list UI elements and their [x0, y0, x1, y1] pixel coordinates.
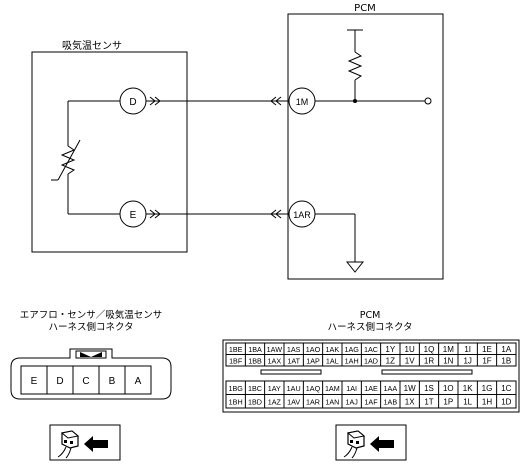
svg-text:1M: 1M — [296, 97, 309, 107]
pcm-pin-label: 1AW — [267, 345, 283, 354]
left-connector-caption-2: ハーネス側コネクタ — [48, 321, 133, 333]
pcm-pin-label: 1Q — [424, 345, 435, 354]
thermistor-symbol — [51, 100, 120, 215]
pcm-pin-label: 1AI — [346, 384, 357, 393]
pcm-pin-label: 1AS — [287, 345, 301, 354]
pcm-pin-cell — [496, 354, 517, 367]
pcm-pin-label: 1BE — [229, 345, 243, 354]
pcm-pin-cell — [496, 394, 517, 409]
pcm-title: PCM — [354, 3, 376, 14]
terminal-1ar: 1AR — [288, 200, 316, 228]
svg-text:E: E — [130, 210, 137, 221]
pcm-pin-label: 1AE — [364, 384, 378, 393]
pcm-pin-label: 1J — [463, 356, 471, 365]
pcm-connector-caption-2: ハーネス側コネクタ — [327, 321, 412, 333]
pcm-pin-label: 1K — [463, 384, 473, 393]
wire-1m-internal — [315, 97, 432, 105]
terminal-e: E — [119, 200, 147, 228]
pcm-pin-label: 1D — [501, 397, 511, 406]
pcm-pin-label: 1O — [443, 384, 454, 393]
pcm-pin-label: 1AY — [268, 384, 281, 393]
pcm-pin-label: 1X — [405, 397, 415, 406]
pcm-box — [287, 13, 444, 280]
wire-d-1m — [146, 96, 289, 106]
ground-symbol — [315, 213, 365, 273]
sensor-title: 吸気温センサ — [62, 39, 122, 52]
pcm-pin-label: 1BD — [248, 397, 262, 406]
pcm-pin-label: 1V — [405, 356, 415, 365]
pcm-pin-label: 1B — [501, 356, 511, 365]
pcm-pin-label: 1AZ — [268, 397, 282, 406]
pcm-pin-label: 1BG — [228, 384, 243, 393]
pcm-pin-label: 1I — [464, 345, 471, 354]
pcm-pin-label: 1BA — [248, 345, 262, 354]
pcm-pin-label: 1AJ — [345, 397, 358, 406]
pcm-pin-label: 1AU — [287, 384, 301, 393]
pcm-pin-label: 1G — [482, 384, 493, 393]
pcm-pin-label: 1AT — [287, 356, 300, 365]
left-pin: E — [31, 376, 38, 387]
left-connector-caption-1: エアフロ・センサ／吸気温センサ — [20, 309, 163, 321]
pcm-pin-label: 1Z — [386, 356, 395, 365]
connector-view-icon — [49, 424, 121, 461]
pcm-pin-label: 1AK — [326, 345, 340, 354]
pcm-pin-label: 1T — [424, 397, 433, 406]
pcm-pin-label: 1AL — [326, 356, 339, 365]
pcm-pin-label: 1AX — [268, 356, 282, 365]
left-pin: C — [82, 376, 89, 387]
pcm-connector-caption-1: PCM — [360, 310, 381, 321]
open-terminal — [424, 97, 432, 105]
pcm-pin-label: 1AR — [306, 397, 320, 406]
pcm-pin-label: 1Y — [385, 345, 395, 354]
pcm-pin-label: 1AD — [364, 356, 378, 365]
pcm-pullup-resistor — [347, 29, 363, 103]
pcm-pin-label: 1AM — [325, 384, 340, 393]
pcm-pin-label: 1AO — [306, 345, 321, 354]
terminal-d: D — [119, 87, 147, 115]
pcm-pin-label: 1AH — [345, 356, 359, 365]
pcm-pin-label: 1R — [424, 356, 434, 365]
pcm-pin-label: 1AN — [325, 397, 339, 406]
left-connector: E D C B A — [10, 348, 172, 400]
connector-view-icon — [335, 424, 407, 461]
pcm-pin-label: 1C — [501, 384, 511, 393]
pcm-pin-label: 1N — [443, 356, 453, 365]
pcm-pin-label: 1M — [443, 345, 454, 354]
pcm-pin-label: 1P — [443, 397, 453, 406]
svg-text:D: D — [129, 97, 136, 108]
pcm-pin-label: 1A — [501, 345, 511, 354]
pcm-pin-label: 1BF — [229, 356, 243, 365]
pcm-pin-label: 1AG — [344, 345, 359, 354]
pcm-pin-label: 1AQ — [306, 384, 321, 393]
pcm-pin-label: 1U — [405, 345, 415, 354]
pcm-pin-label: 1AV — [287, 397, 300, 406]
pcm-pin-label: 1AP — [306, 356, 320, 365]
pcm-connector: 1BE 1BA 1AW 1AS 1AO 1AK 1AG 1AC 1Y 1U 1Q 1M 1I 1E 1A 1B… — [222, 339, 520, 413]
left-pin: A — [135, 376, 142, 387]
pcm-pin-label: 1BH — [229, 397, 243, 406]
pcm-pin-label: 1H — [482, 397, 492, 406]
pcm-pin-label: 1AA — [384, 384, 398, 393]
terminal-1m: 1M — [288, 87, 316, 115]
pcm-pin-label: 1W — [404, 384, 416, 393]
pcm-pin-label: 1AC — [364, 345, 378, 354]
pcm-pin-label: 1AF — [364, 397, 378, 406]
left-pin: B — [109, 376, 116, 387]
svg-text:1AR: 1AR — [293, 210, 311, 220]
pcm-pin-label: 1L — [463, 397, 472, 406]
pcm-pin-label: 1F — [482, 356, 491, 365]
left-pin: D — [56, 376, 63, 387]
sensor-box — [31, 51, 188, 253]
wire-e-1ar — [146, 209, 289, 219]
pcm-pin-label: 1S — [424, 384, 434, 393]
pcm-pin-label: 1E — [482, 345, 492, 354]
pcm-pin-label: 1BB — [248, 356, 262, 365]
pcm-pin-label: 1AB — [384, 397, 398, 406]
pcm-pin-label: 1BC — [248, 384, 262, 393]
